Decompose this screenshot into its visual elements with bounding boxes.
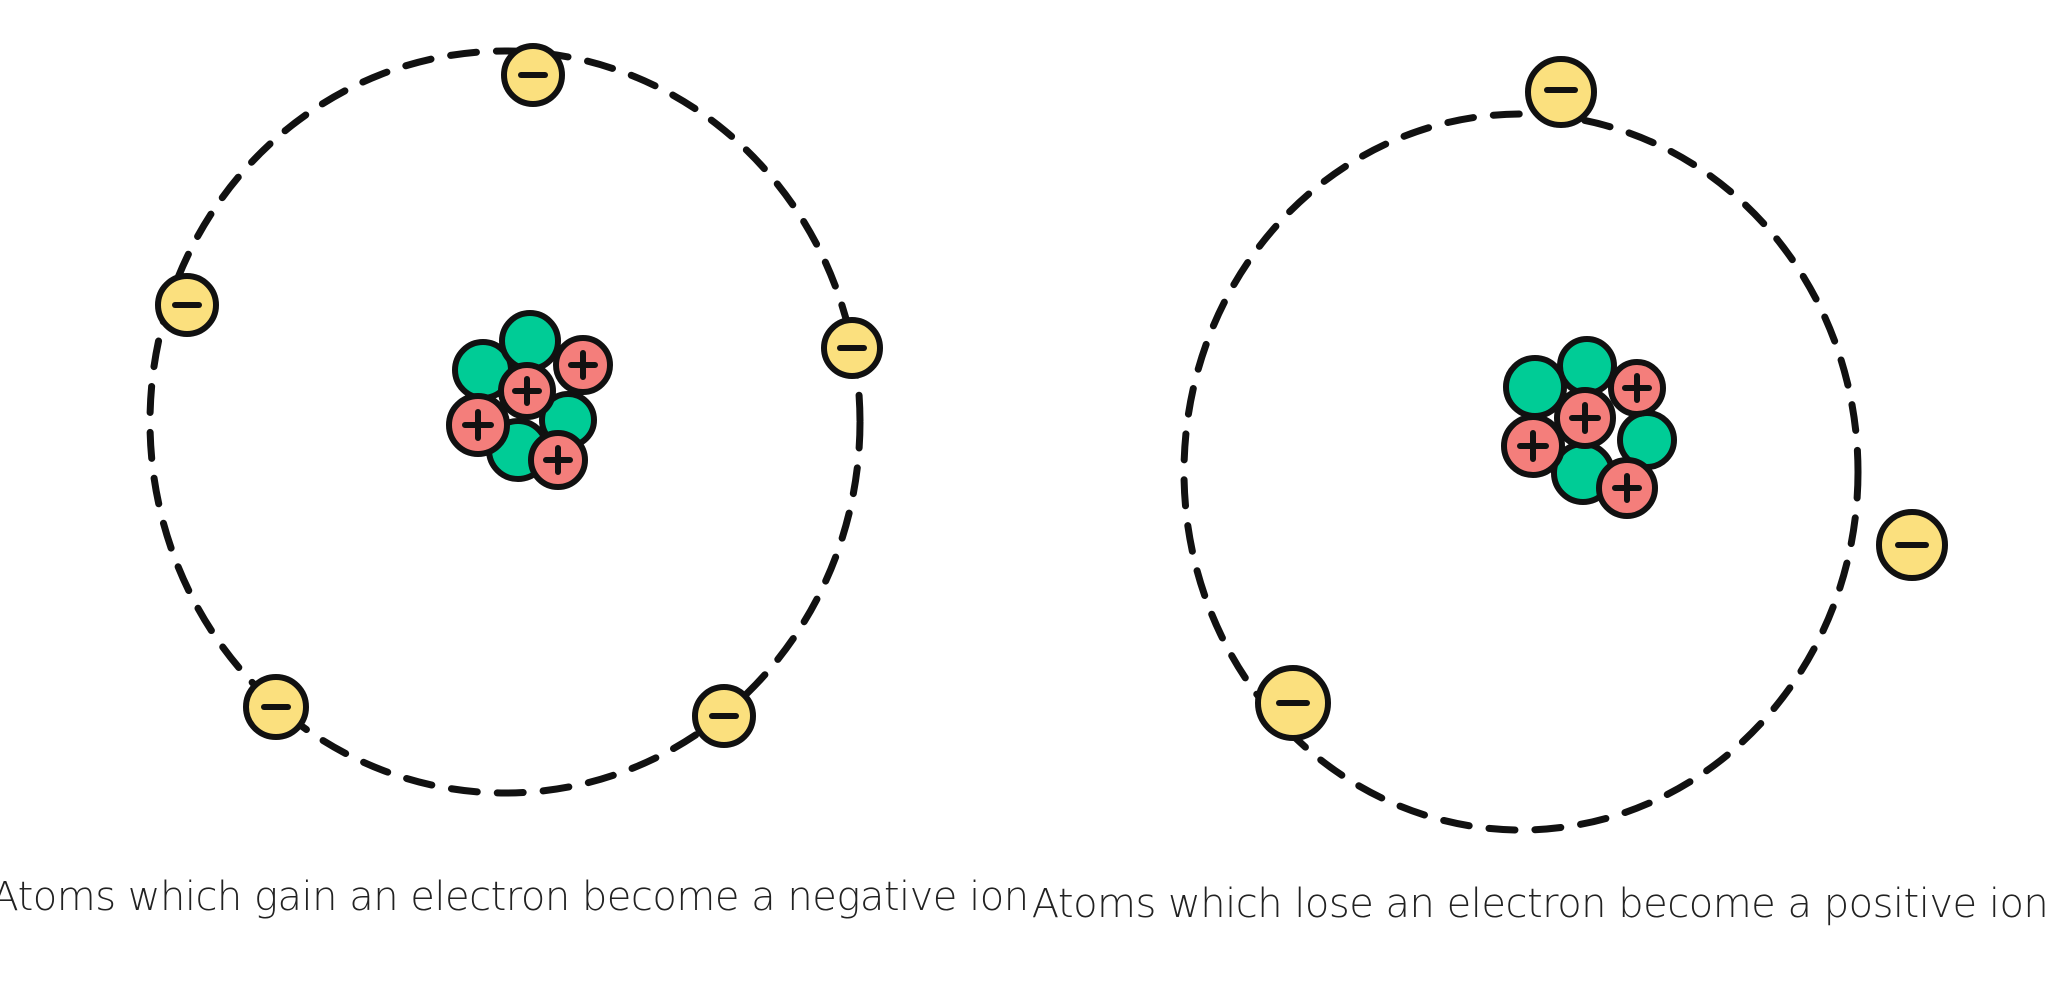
plus-icon: [462, 409, 494, 441]
nucleus-negative-ion: [446, 310, 613, 490]
atom-negative-ion: Atoms which gain an electron become a ne…: [0, 43, 1029, 920]
electron: [1876, 509, 1948, 581]
electron: [1525, 56, 1597, 128]
plus-icon: [1569, 402, 1601, 434]
caption-negative-ion: Atoms which gain an electron become a ne…: [0, 874, 1029, 920]
plus-icon: [1517, 430, 1549, 462]
electron: [692, 684, 756, 748]
orbit-positive-ion: [1180, 110, 1862, 834]
electron: [155, 273, 219, 337]
electron: [243, 674, 309, 740]
atom-positive-ion: Atoms which lose an electron become a po…: [1032, 56, 2049, 927]
neutron: [499, 310, 561, 372]
electron: [821, 317, 883, 379]
plus-icon: [568, 350, 598, 380]
electron: [501, 43, 565, 107]
proton-plus-signs: [462, 350, 598, 475]
electron: [1255, 665, 1331, 741]
plus-icon: [1622, 373, 1652, 403]
orbit-negative-ion: [146, 47, 864, 797]
plus-icon: [543, 445, 573, 475]
electrons-negative-ion: [155, 43, 883, 748]
neutron: [1503, 355, 1567, 419]
proton-plus-signs: [1517, 373, 1652, 503]
caption-positive-ion: Atoms which lose an electron become a po…: [1032, 881, 2049, 927]
plus-icon: [512, 376, 542, 406]
electrons-positive-ion: [1255, 56, 1948, 741]
nucleus-positive-ion: [1501, 336, 1677, 519]
plus-icon: [1612, 473, 1642, 503]
neutron: [1557, 336, 1617, 396]
